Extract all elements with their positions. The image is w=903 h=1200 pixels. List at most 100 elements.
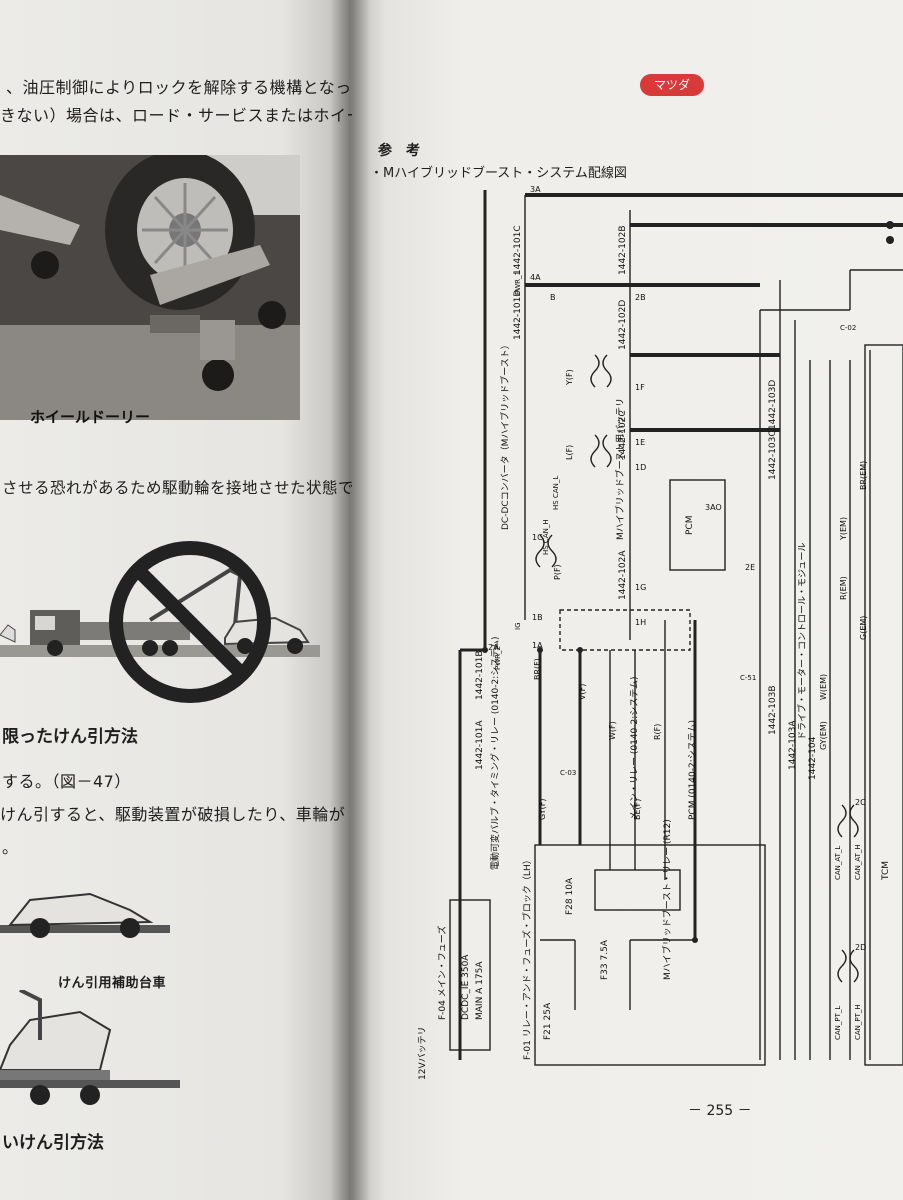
main-fuse-box bbox=[449, 899, 491, 1051]
signal-label: C-02 bbox=[840, 324, 856, 332]
pin-label: 1H bbox=[635, 618, 646, 627]
left-text-line-2: きない）場合は、ロード・サービスまたはホイールドー bbox=[0, 106, 352, 125]
left-page: 、油圧制御によりロックを解除する機構となっている。 きない）場合は、ロード・サー… bbox=[0, 0, 352, 1200]
body-line-3: 。 bbox=[2, 838, 19, 857]
component-battery: 12Vバッテリ bbox=[417, 1026, 428, 1080]
wire-label: R(EM) bbox=[839, 576, 848, 600]
connector-label: 1442-102A bbox=[618, 550, 628, 600]
connector-label: 1442-101D bbox=[513, 290, 523, 340]
wire-label: B bbox=[550, 293, 556, 302]
right-page bbox=[352, 0, 903, 1200]
wire-label: R(F) bbox=[653, 724, 662, 740]
aux-dolly-illustration bbox=[0, 892, 170, 938]
brand-tab: マツダ bbox=[640, 74, 704, 96]
section-heading-2: いけん引方法 bbox=[2, 1133, 104, 1153]
connector-label: 1442-103B bbox=[768, 685, 778, 735]
signal-label: C-03 bbox=[560, 769, 576, 777]
component-fuse-dcdc: DCDC_IE 350A bbox=[461, 954, 471, 1020]
tow-truck bbox=[30, 567, 243, 656]
connector-label: 1442-102C bbox=[618, 410, 628, 460]
component-relay-block: F-01 リレー・アンド・フューズ・ブロック（LH） bbox=[521, 855, 533, 1060]
signal-label: CAN_AT_H bbox=[854, 844, 862, 880]
component-vvt-relay: 電動可変バルブ・タイミング・リレー (0140-2:システム) bbox=[489, 636, 501, 870]
connector-label: 1442-101B bbox=[475, 650, 485, 700]
pin-label: 1B bbox=[532, 613, 543, 622]
connector-label: 1442-103D bbox=[768, 380, 778, 430]
pin-label: 1C bbox=[532, 533, 543, 542]
connector-label: 1442-103C bbox=[768, 430, 778, 480]
pin-label: 3AO bbox=[705, 503, 722, 512]
component-dcdc: DC-DCコンバータ（Mハイブリッドブースト） bbox=[499, 340, 511, 530]
wiring-diagram: 1442-101C 1442-101D 1442-102A 1442-102B … bbox=[417, 185, 903, 1080]
left-text-line-1: 、油圧制御によりロックを解除する機構となっている。 bbox=[6, 78, 352, 97]
signal-label: PWR_2 bbox=[494, 646, 502, 670]
wire-label: W(EM) bbox=[819, 674, 828, 700]
body-line-1: する。（図－47） bbox=[2, 772, 131, 791]
signal-label: IG bbox=[514, 623, 522, 631]
component-boost-battery: Mハイブリッドブースト用バッテリ bbox=[614, 398, 626, 540]
flatbed-illustration bbox=[0, 990, 180, 1105]
warning-text: させる恐れがあるため駆動輪を接地させた状態でけ bbox=[2, 479, 352, 497]
photo-caption: ホイールドーリー bbox=[30, 408, 151, 426]
connector-label: 1442-102D bbox=[618, 300, 628, 350]
wire-label: P(F) bbox=[553, 564, 562, 580]
pin-label: 2B bbox=[635, 293, 646, 302]
component-pcm: PCM bbox=[685, 516, 695, 535]
wire-label: GY(F) bbox=[538, 798, 547, 820]
component-fuse-f28: F28 10A bbox=[565, 877, 575, 915]
signal-label: CAN_AT_L bbox=[834, 846, 842, 880]
page-number: － 255 － bbox=[688, 1103, 752, 1119]
wire-label: Y(EM) bbox=[839, 517, 848, 541]
wheel-dolly-photo bbox=[0, 155, 300, 420]
wire-label: BR(F) bbox=[533, 658, 542, 680]
signal-label: CAN_PT_L bbox=[834, 1006, 842, 1040]
hybrid-boost-relay bbox=[594, 869, 681, 911]
pin-label: 1E bbox=[635, 438, 645, 447]
pin-label: 1F bbox=[635, 383, 645, 392]
wire-label: G(EM) bbox=[859, 616, 868, 640]
section-heading: 限ったけん引方法 bbox=[2, 727, 138, 747]
wire-label: L(F) bbox=[565, 445, 574, 460]
signal-label: HS CAN_L bbox=[552, 476, 560, 510]
bleed-through-text bbox=[95, 8, 239, 25]
pin-label: 4A bbox=[530, 273, 541, 282]
component-fuse-f21: F21 25A bbox=[543, 1002, 553, 1040]
signal-label: HS CAN_H bbox=[542, 519, 550, 555]
pin-label: 1G bbox=[635, 583, 646, 592]
no-towing-illustration bbox=[0, 541, 320, 703]
relay-fuse-block-frame bbox=[534, 844, 766, 1066]
component-tcm: TCM bbox=[881, 861, 891, 881]
wire-label: W(F) bbox=[608, 721, 617, 740]
signal-label: PWR_1 bbox=[514, 271, 522, 295]
pcm-box bbox=[669, 479, 726, 571]
reference-label: 参 考 bbox=[378, 143, 420, 159]
component-main-fuse: F-04 メイン・フューズ bbox=[436, 926, 448, 1020]
prohibited-icon bbox=[109, 541, 271, 703]
wire-label: V(F) bbox=[578, 684, 587, 700]
connector-label: 1442-101C bbox=[513, 225, 523, 275]
component-boost-relay: Mハイブリッドブースト・リレー (R12) bbox=[661, 819, 673, 980]
signal-label: CAN_PT_H bbox=[854, 1004, 862, 1040]
diagram-title: ・Mハイブリッドブースト・システム配線図 bbox=[370, 166, 627, 181]
component-drive-motor-module: ドライブ・モーター・コントロール・モジュール bbox=[796, 543, 808, 740]
aux-dolly-caption: けん引用補助台車 bbox=[58, 976, 167, 991]
component-fuse-main: MAIN A 175A bbox=[475, 961, 485, 1020]
pin-label: 2C bbox=[855, 798, 866, 807]
pin-label: 2E bbox=[745, 563, 755, 572]
pin-label: 3A bbox=[530, 185, 541, 194]
component-fuse-f33: F33 7.5A bbox=[600, 939, 610, 980]
connector-label: 1442-103A bbox=[788, 720, 798, 770]
wire-label: BR(EM) bbox=[859, 461, 868, 490]
body-line-2: けん引すると、駆動装置が破損したり、車輪が bbox=[0, 805, 346, 824]
wire-label: Y(F) bbox=[565, 369, 574, 386]
connector-label: 1442-104 bbox=[808, 736, 818, 780]
connector-label: 1442-101A bbox=[475, 720, 485, 770]
pin-label: 2A bbox=[488, 643, 499, 652]
pin-label: 1D bbox=[635, 463, 646, 472]
component-pcm-ref: PCM (0140-2:システム) bbox=[687, 720, 698, 820]
wire-label: BE(F) bbox=[633, 799, 642, 820]
wire-label: GY(EM) bbox=[819, 721, 828, 750]
component-main-relay: メイン・リレー (0140-2:システム) bbox=[629, 676, 640, 820]
connector-label: 1442-102B bbox=[618, 225, 628, 275]
pin-label: 1A bbox=[532, 641, 543, 650]
